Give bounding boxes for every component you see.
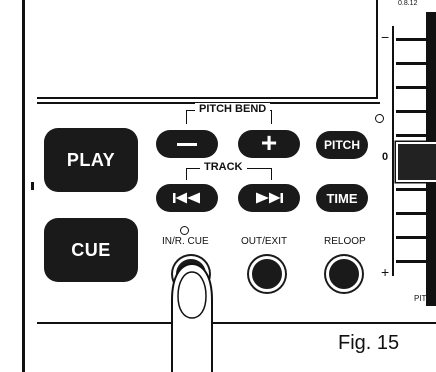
skip-back-icon — [173, 192, 200, 204]
panel-bottom-line — [37, 322, 436, 324]
frame-marker — [31, 182, 34, 190]
play-button[interactable]: PLAY — [44, 128, 138, 192]
plus-icon: + — [260, 127, 278, 158]
minus-icon — [177, 142, 197, 146]
pitch-button[interactable]: PITCH — [316, 131, 368, 159]
pitch-led — [375, 114, 384, 123]
pitch-bend-label: PITCH BEND — [195, 103, 271, 115]
slider-frame-line — [392, 26, 394, 276]
slider-tick — [396, 188, 426, 191]
slider-tick — [396, 212, 426, 215]
in-r-cue-led — [180, 226, 189, 235]
reloop-label: RELOOP — [324, 236, 366, 247]
pitch-bend-minus-button[interactable] — [156, 130, 218, 158]
reloop-button[interactable] — [326, 256, 362, 292]
out-exit-label: OUT/EXIT — [241, 236, 288, 247]
figure-caption: Fig. 15 — [338, 332, 400, 354]
slider-tick — [396, 62, 426, 65]
slider-tick — [396, 110, 426, 113]
slider-zero-mark: 0 — [382, 151, 389, 163]
slider-minus-mark: − — [381, 29, 390, 45]
slider-tick — [396, 38, 426, 41]
slider-tick — [396, 236, 426, 239]
slider-plus-mark: + — [381, 264, 390, 280]
slider-tick — [396, 134, 426, 137]
time-button[interactable]: TIME — [316, 184, 368, 212]
cue-button[interactable]: CUE — [44, 218, 138, 282]
slider-pitch-tag: PIT — [414, 294, 427, 303]
pitch-slider-knob[interactable] — [396, 142, 436, 182]
track-previous-button[interactable] — [156, 184, 218, 212]
track-next-button[interactable] — [238, 184, 300, 212]
track-label: TRACK — [200, 161, 247, 173]
in-r-cue-label: IN/R. CUE — [162, 236, 209, 247]
slider-tick — [396, 260, 426, 263]
out-exit-button[interactable] — [249, 256, 285, 292]
slider-tick — [396, 86, 426, 89]
display-window — [37, 0, 378, 99]
slider-top-scale: 0.8.12 — [398, 0, 418, 7]
skip-forward-icon — [256, 192, 283, 204]
frame-left-line — [22, 0, 25, 372]
finger-pointer-icon — [171, 262, 213, 372]
pitch-bend-plus-button[interactable]: + — [238, 127, 300, 158]
